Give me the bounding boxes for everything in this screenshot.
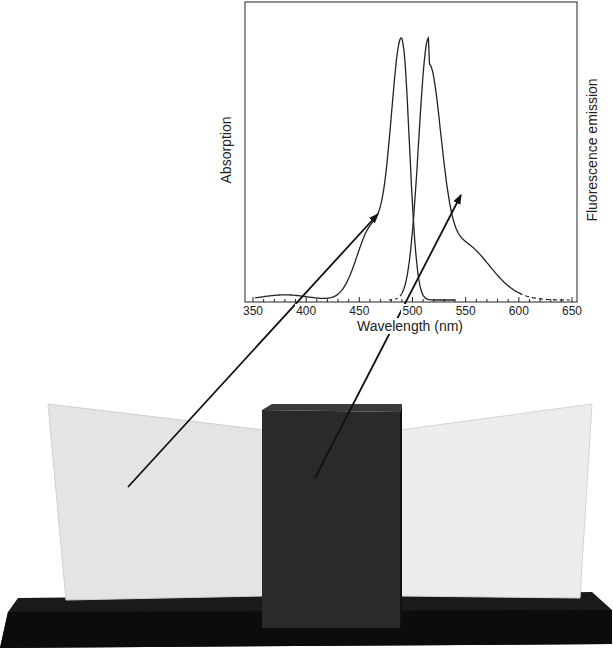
plot-frame xyxy=(245,2,577,302)
pointer-arrow xyxy=(128,214,378,487)
emission-curve xyxy=(402,38,519,294)
tick-mark xyxy=(263,299,264,302)
tick-mark xyxy=(518,297,519,302)
emission-tail xyxy=(519,293,570,300)
absorption-curve xyxy=(255,38,455,300)
tick-mark xyxy=(497,299,498,302)
tick-mark xyxy=(284,299,285,302)
tick-mark xyxy=(369,299,370,302)
tick-mark xyxy=(316,299,317,302)
axis-title: Absorption xyxy=(218,116,234,185)
tick-mark xyxy=(486,299,487,302)
emission-start xyxy=(389,294,402,300)
tick-mark xyxy=(338,299,339,302)
pointer-arrow xyxy=(315,195,461,478)
tick-mark xyxy=(465,297,466,302)
tick-label: 400 xyxy=(295,304,317,318)
tick-mark xyxy=(412,297,413,302)
tick-label: 550 xyxy=(455,304,477,318)
tick-mark xyxy=(572,297,573,302)
tick-mark xyxy=(540,299,541,302)
tick-mark xyxy=(306,297,307,302)
tick-label: 500 xyxy=(401,304,423,318)
tick-mark xyxy=(529,299,530,302)
tick-label: 650 xyxy=(561,304,583,318)
tick-mark xyxy=(423,299,424,302)
tick-mark xyxy=(274,299,275,302)
axis-title: Fluorescence emission xyxy=(584,77,600,222)
tick-mark xyxy=(380,299,381,302)
left-panel xyxy=(48,404,264,600)
tick-mark xyxy=(401,299,402,302)
tick-mark xyxy=(253,297,254,302)
tick-label: 350 xyxy=(242,304,264,318)
tick-mark xyxy=(348,299,349,302)
tick-label: 600 xyxy=(508,304,530,318)
block-side xyxy=(400,404,402,628)
tick-mark xyxy=(508,299,509,302)
tick-mark xyxy=(295,299,296,302)
tick-label: 450 xyxy=(348,304,370,318)
right-panel xyxy=(400,404,592,598)
axis-title: Wavelength (nm) xyxy=(356,318,464,334)
tick-mark xyxy=(550,299,551,302)
tick-mark xyxy=(359,297,360,302)
tick-mark xyxy=(476,299,477,302)
tick-mark xyxy=(327,299,328,302)
center-block xyxy=(262,410,400,628)
